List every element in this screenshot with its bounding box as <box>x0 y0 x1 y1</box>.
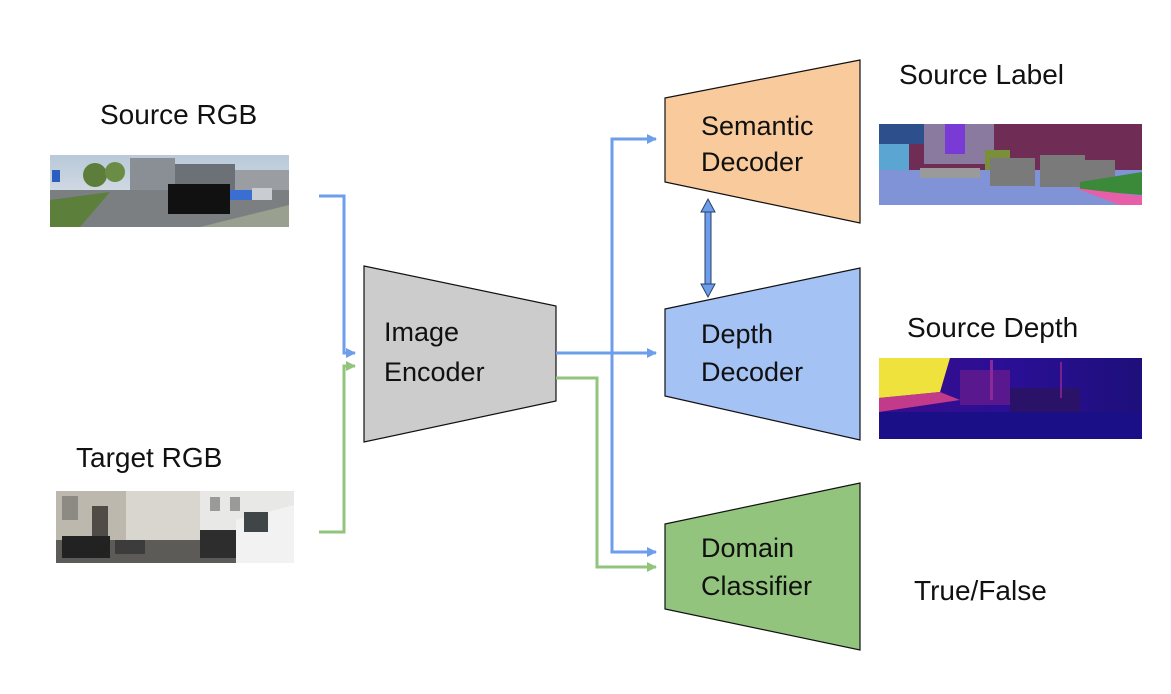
source-to-encoder-arrow <box>319 194 356 358</box>
target-rgb-label: Target RGB <box>76 442 222 473</box>
semantic-depth-double-arrow <box>700 197 716 299</box>
semantic-decoder-line2: Decoder <box>701 147 803 177</box>
target-rgb-image <box>56 491 294 563</box>
depth-decoder-line2: Decoder <box>701 357 803 387</box>
source-label-label: Source Label <box>899 59 1064 90</box>
image-encoder-block <box>363 265 557 443</box>
source-label-image <box>879 124 1142 205</box>
semantic-decoder-block <box>664 59 861 224</box>
domain-classifier-block <box>664 482 861 651</box>
source-depth-label: Source Depth <box>907 312 1078 343</box>
target-to-encoder-arrow <box>319 361 356 534</box>
semantic-decoder-line1: Semantic <box>701 111 814 141</box>
image-encoder-line1: Image <box>384 317 459 347</box>
depth-decoder-block <box>664 267 861 441</box>
encoder-to-domain-blue-arrow <box>610 353 657 557</box>
true-false-label: True/False <box>914 575 1047 606</box>
domain-classifier-line2: Classifier <box>701 571 812 601</box>
encoder-to-domain-green-arrow <box>556 376 657 572</box>
source-rgb-label: Source RGB <box>100 99 257 130</box>
source-depth-image <box>879 358 1142 439</box>
depth-decoder-line1: Depth <box>701 319 773 349</box>
source-rgb-image <box>50 155 289 227</box>
domain-classifier-line1: Domain <box>701 533 794 563</box>
image-encoder-line2: Encoder <box>384 357 485 387</box>
encoder-to-semantic-arrow <box>556 134 657 355</box>
